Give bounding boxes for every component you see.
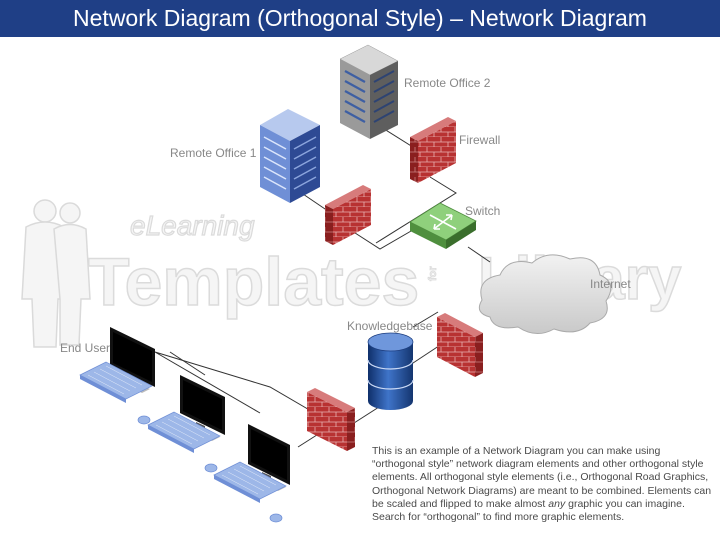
description-part-2: graphic you can imagine. Search for “ort… [372,497,685,524]
label-switch: Switch [465,204,501,218]
label-remote-office-2: Remote Office 2 [404,76,491,90]
firewall-top [410,117,456,183]
watermark-for: for [427,266,439,281]
firewall-end-user [307,388,355,451]
knowledgebase-database [367,332,414,411]
description-part-1: This is an example of a Network Diagram … [372,445,712,510]
people-silhouette [21,199,91,348]
workstation-3 [213,424,290,523]
remote-office-2-building [339,44,399,139]
workstation-1 [79,327,155,425]
description-text: This is an example of a Network Diagram … [372,445,716,524]
description-emphasis: any [548,497,566,510]
watermark-elearning: eLearning [130,210,255,241]
firewall-remote-office-1 [325,185,371,245]
switch-device [409,202,477,249]
page-title: Network Diagram (Orthogonal Style) – Net… [0,0,720,37]
label-remote-office-1: Remote Office 1 [170,146,257,160]
firewall-internet [437,313,483,377]
label-knowledgebase: Knowledgebase [347,319,433,333]
network-diagram: eLearning Templates for Library [21,44,683,523]
remote-office-1-building [260,109,320,203]
label-internet: Internet [590,277,631,291]
watermark-templates: Templates [88,244,419,320]
internet-cloud [478,254,612,334]
workstation-2 [147,375,225,473]
label-end-user: End User [60,341,111,355]
label-firewall: Firewall [459,133,501,147]
